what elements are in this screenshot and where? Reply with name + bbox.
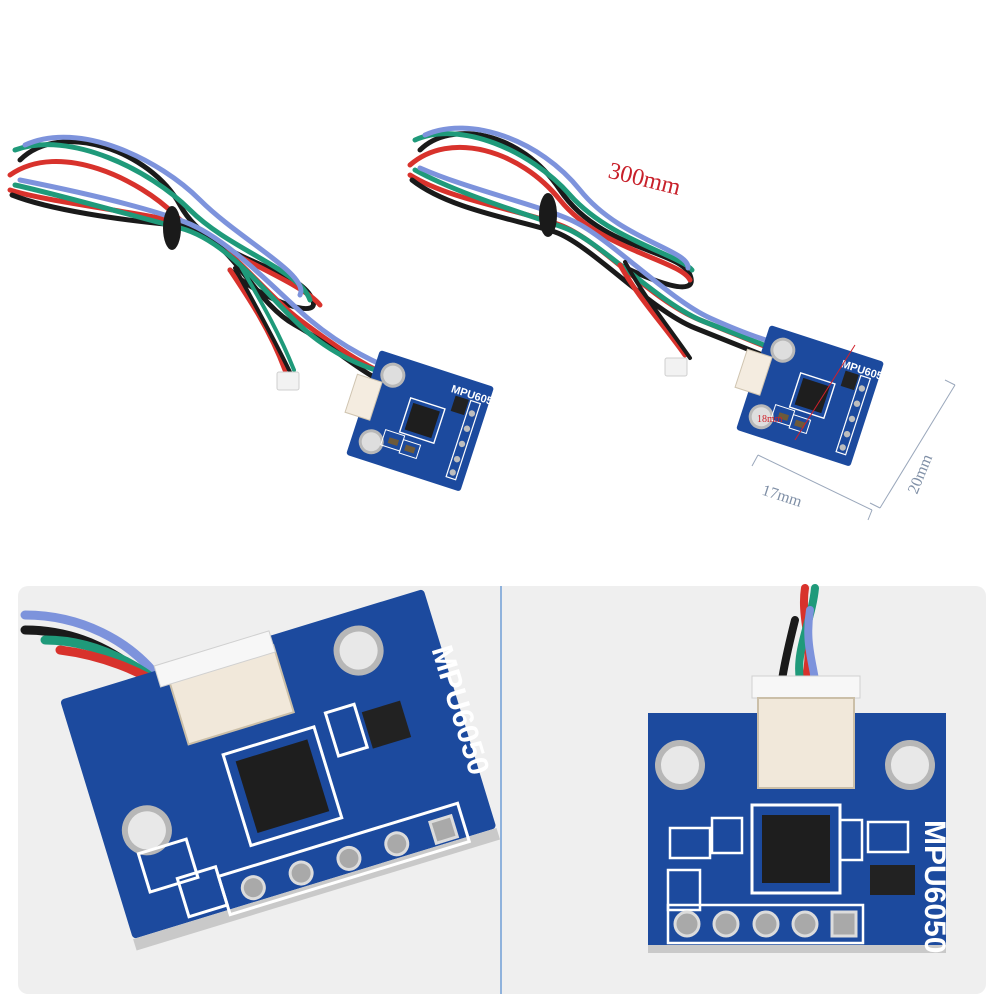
pcb-board-closeup-angled: MPU6050 [60,589,500,951]
cable-left [7,134,418,395]
pcb-board-top-left: MPU6050 [344,348,500,494]
pcb-board-top-right: MPU6050 [734,323,890,469]
cable-tie [539,193,557,237]
connector-loose-left [276,371,300,391]
dimension-lines [751,379,956,521]
hole-spacing-label: 18mm [757,414,783,425]
hole-spacing-line [794,344,856,441]
board-silkscreen: MPU6050 [918,820,951,953]
pcb-board-closeup-topdown: MPU6050 [648,675,951,953]
closeup-cable-right [778,584,819,684]
cable-tie [163,206,181,250]
connector-loose-right [664,357,688,377]
panel-divider [500,586,502,994]
top-product-area [0,0,1000,570]
cable-right [407,125,811,371]
